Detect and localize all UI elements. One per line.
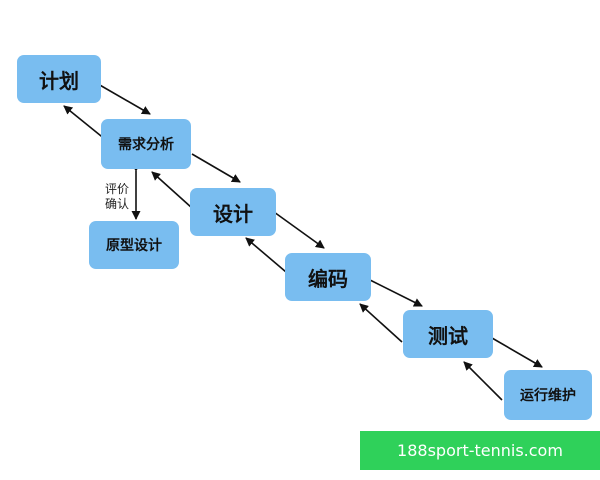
node-requirements-label: 需求分析 <box>118 137 174 153</box>
arrow-requirements-to-plan <box>63 105 107 141</box>
node-maintenance: 运行维护 <box>504 370 592 420</box>
arrow-requirements-to-design <box>191 153 241 183</box>
node-testing-label: 测试 <box>428 323 468 348</box>
arrow-plan-to-requirements <box>97 83 151 115</box>
node-coding-label: 编码 <box>308 266 348 291</box>
arrow-maintenance-to-testing <box>463 361 503 401</box>
node-plan: 计划 <box>17 55 101 103</box>
footer-banner: 188sport-tennis.com <box>360 431 600 470</box>
node-requirements: 需求分析 <box>101 119 191 169</box>
node-prototype: 原型设计 <box>89 221 179 269</box>
review-note-line-1: 评价 <box>104 182 129 196</box>
node-plan-label: 计划 <box>39 68 79 93</box>
node-design-label: 设计 <box>213 201 253 226</box>
arrow-testing-to-coding <box>359 303 403 343</box>
node-maintenance-label: 运行维护 <box>520 388 576 404</box>
arrow-coding-to-design <box>245 237 287 273</box>
footer-text: 188sport-tennis.com <box>397 441 563 460</box>
review-note-line-2: 确认 <box>104 197 129 211</box>
arrow-testing-to-maintenance <box>491 337 543 368</box>
arrow-coding-to-testing <box>369 279 423 307</box>
node-coding: 编码 <box>285 253 371 301</box>
review-note: 评价 确认 <box>100 182 134 212</box>
node-prototype-label: 原型设计 <box>106 238 162 254</box>
arrow-design-to-coding <box>273 211 325 249</box>
arrow-design-to-requirements <box>151 171 193 209</box>
node-testing: 测试 <box>403 310 493 358</box>
node-design: 设计 <box>190 188 276 236</box>
